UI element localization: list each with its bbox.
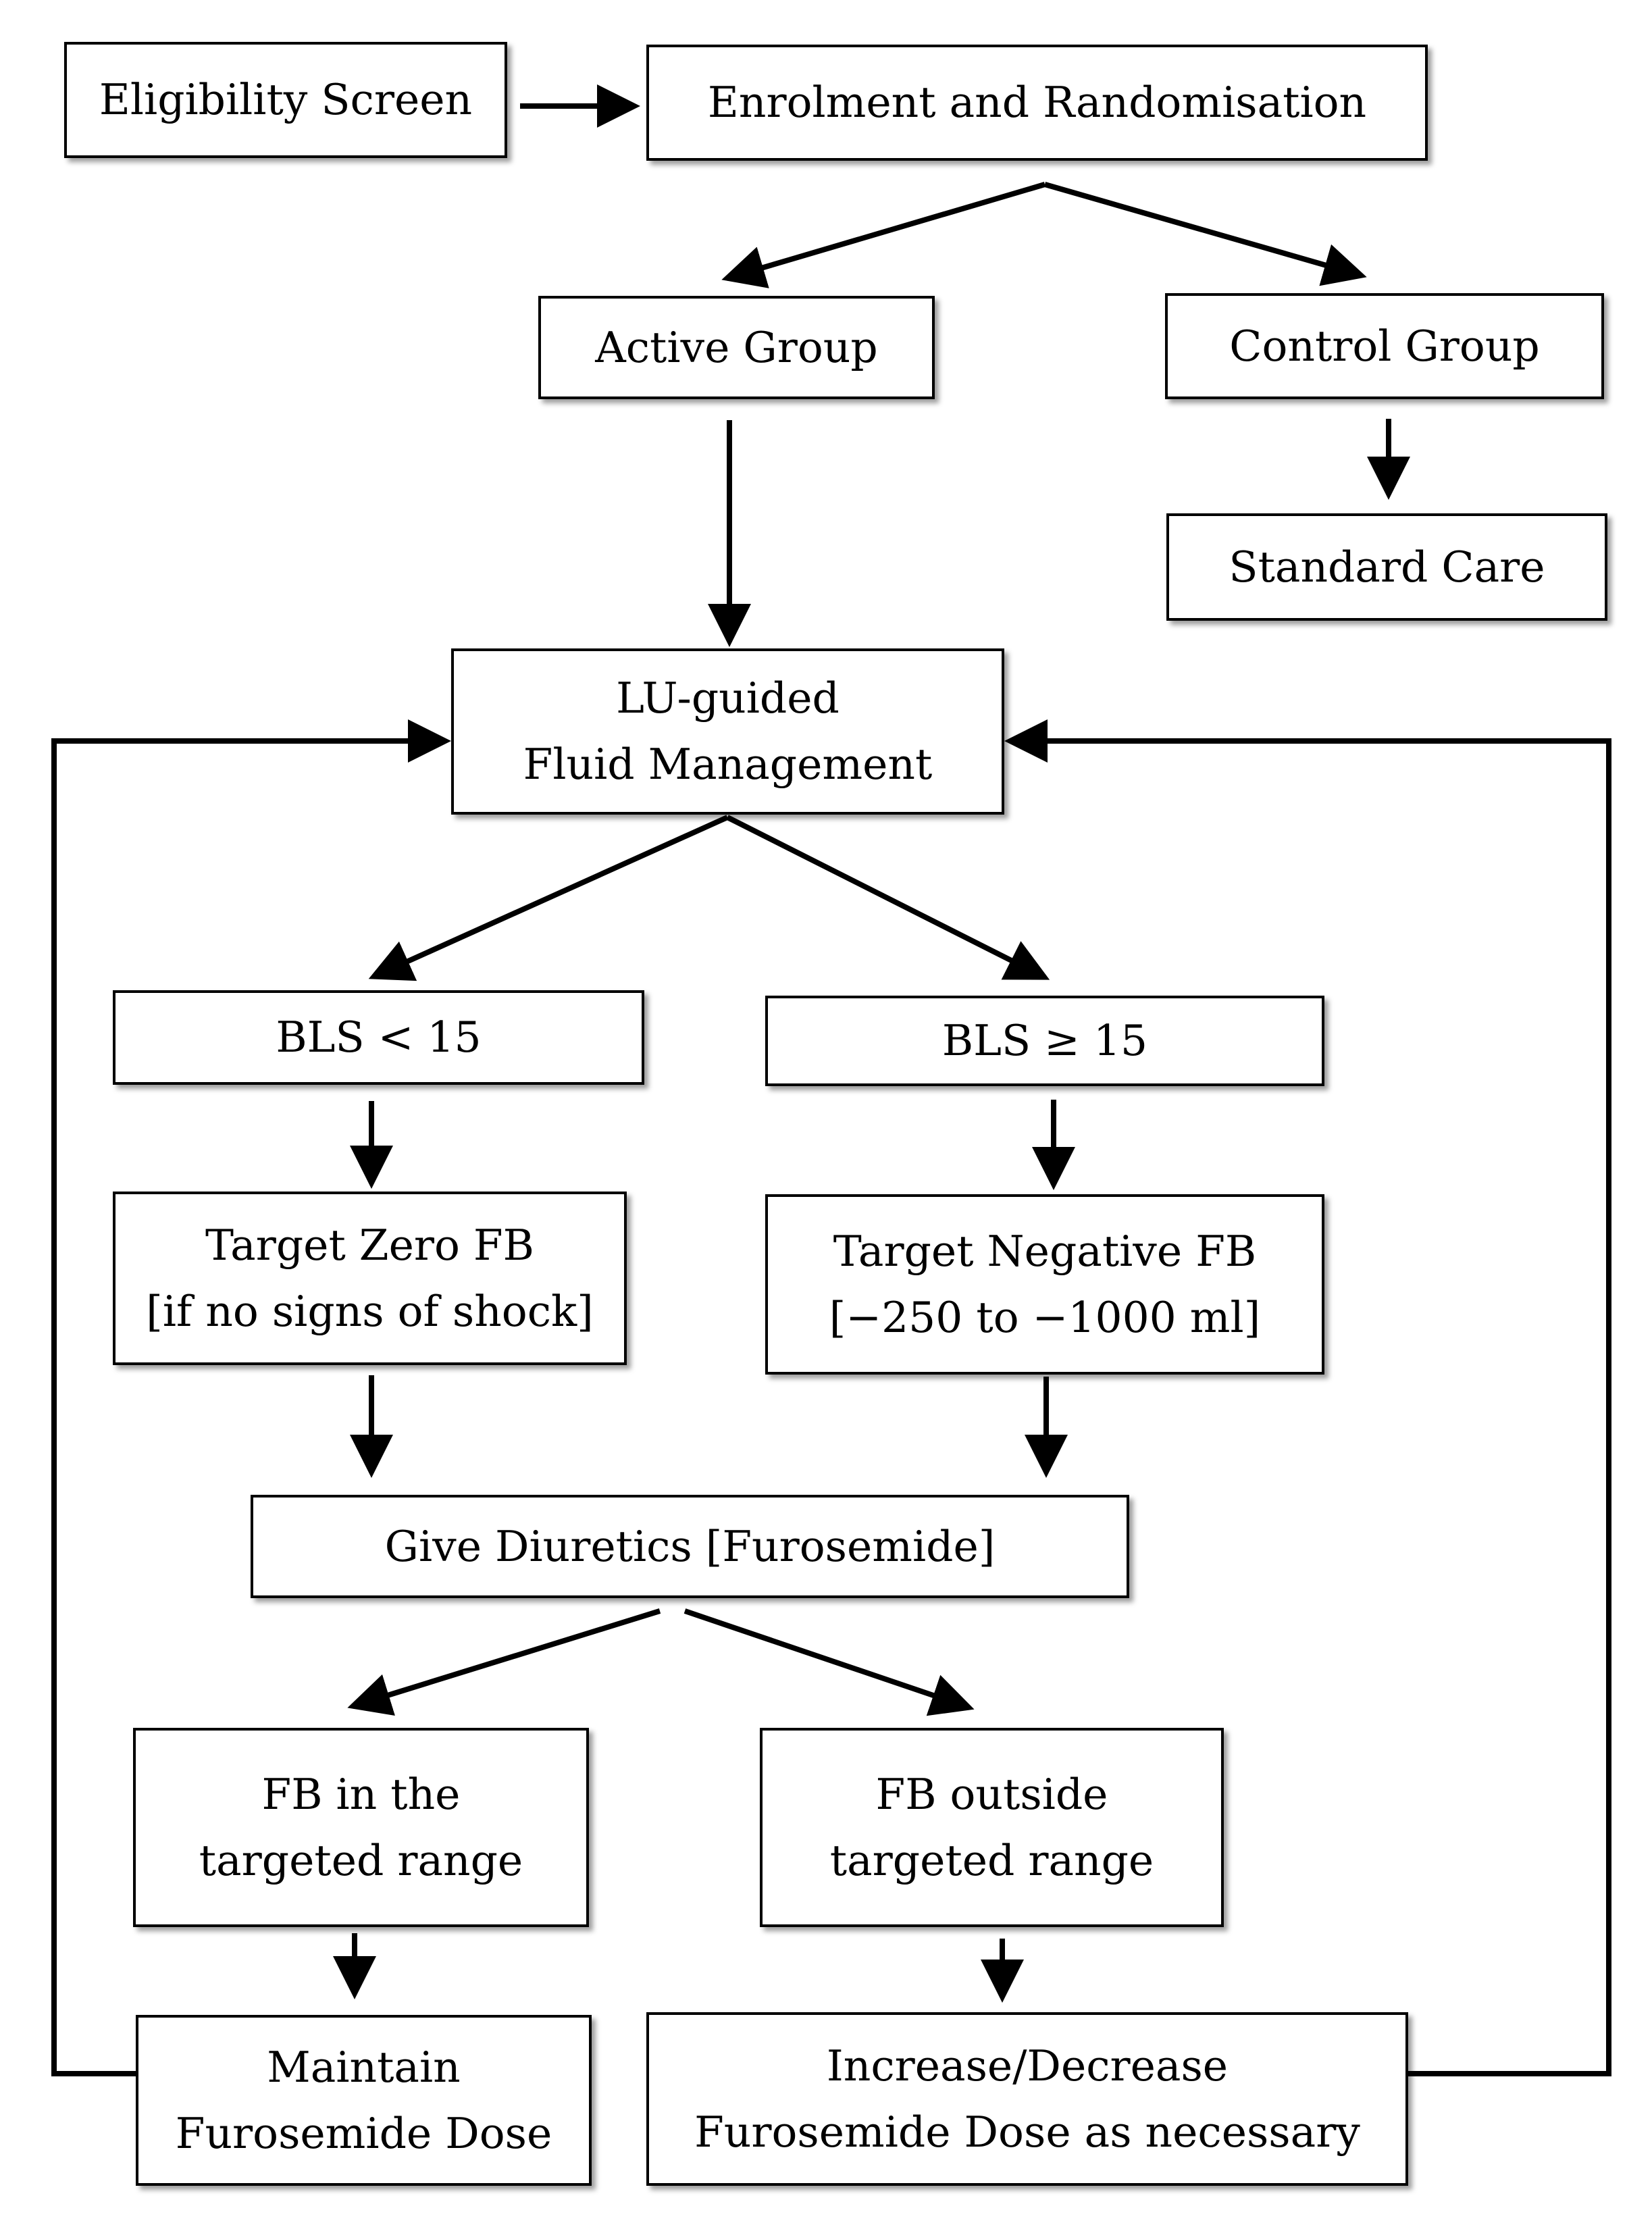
eligibility-line-1: Eligibility Screen <box>99 75 473 125</box>
target-zero-line-1: Target Zero FB <box>205 1220 534 1270</box>
maintain-line-1: Maintain <box>267 2042 461 2092</box>
bls-at-least-15-box: BLS ≥ 15 <box>765 996 1324 1086</box>
standard-care-label: Standard Care <box>1229 534 1545 600</box>
standard-care-box: Standard Care <box>1166 513 1607 621</box>
maintain-line-2: Furosemide Dose <box>175 2108 552 2158</box>
target-negative-line-1: Target Negative FB <box>833 1226 1257 1276</box>
eligibility-screen-label: Eligibility Screen <box>99 67 472 133</box>
adjust-line-1: Increase/Decrease <box>826 2041 1229 2091</box>
active-group-label: Active Group <box>595 315 877 381</box>
lu-guided-line-1: LU-guided <box>616 673 840 723</box>
adjust-line-2: Furosemide Dose as necessary <box>694 2107 1360 2157</box>
target-negative-fb-label: Target Negative FB [−250 to −1000 ml] <box>829 1219 1261 1350</box>
arrow-adjust-to-lu-guided <box>1004 719 1611 2076</box>
arrow-diuretics-to-fb-out <box>683 1608 975 1716</box>
lu-guided-line-2: Fluid Management <box>523 740 933 789</box>
control-line-1: Control Group <box>1229 321 1540 371</box>
fb-outside-targeted-range-box: FB outside targeted range <box>760 1728 1224 1927</box>
arrow-enrolment-to-active <box>721 182 1046 288</box>
target-negative-fb-box: Target Negative FB [−250 to −1000 ml] <box>765 1194 1324 1375</box>
enrolment-randomisation-box: Enrolment and Randomisation <box>646 45 1428 161</box>
arrow-maintain-to-lu-guided <box>51 719 451 2076</box>
fb-in-line-1: FB in the <box>261 1769 461 1819</box>
target-zero-fb-label: Target Zero FB [if no signs of shock] <box>146 1212 593 1344</box>
target-zero-fb-box: Target Zero FB [if no signs of shock] <box>113 1192 627 1365</box>
active-group-box: Active Group <box>538 296 935 399</box>
control-group-box: Control Group <box>1165 293 1604 399</box>
arrow-diuretics-to-fb-in <box>347 1608 661 1716</box>
bls-less-than-15-label: BLS < 15 <box>276 1004 481 1071</box>
active-line-1: Active Group <box>595 322 878 372</box>
standard-line-1: Standard Care <box>1229 542 1545 592</box>
give-diuretics-box: Give Diuretics [Furosemide] <box>251 1495 1129 1598</box>
enrolment-randomisation-label: Enrolment and Randomisation <box>708 70 1366 136</box>
control-group-label: Control Group <box>1229 313 1540 380</box>
bls-less-than-15-box: BLS < 15 <box>113 990 644 1085</box>
target-negative-line-2: [−250 to −1000 ml] <box>829 1292 1261 1342</box>
fb-outside-targeted-range-label: FB outside targeted range <box>830 1762 1154 1893</box>
eligibility-screen-box: Eligibility Screen <box>64 42 507 158</box>
bls-high-line-1: BLS ≥ 15 <box>941 1016 1148 1066</box>
fb-out-line-1: FB outside <box>875 1769 1108 1819</box>
give-diuretics-label: Give Diuretics [Furosemide] <box>385 1514 996 1580</box>
fb-in-targeted-range-box: FB in the targeted range <box>133 1728 589 1927</box>
diuretics-line-1: Give Diuretics [Furosemide] <box>384 1521 996 1571</box>
target-zero-line-2: [if no signs of shock] <box>146 1286 594 1336</box>
bls-low-line-1: BLS < 15 <box>276 1013 482 1063</box>
fb-out-line-2: targeted range <box>829 1835 1154 1885</box>
arrow-enrolment-to-control <box>1043 182 1367 286</box>
fb-in-targeted-range-label: FB in the targeted range <box>199 1762 523 1893</box>
arrow-lu-guided-to-bls-high <box>726 815 1050 980</box>
enrolment-line-1: Enrolment and Randomisation <box>707 78 1367 128</box>
arrow-lu-guided-to-bls-low <box>368 815 729 981</box>
fb-in-line-2: targeted range <box>199 1835 523 1885</box>
bls-at-least-15-label: BLS ≥ 15 <box>942 1008 1147 1074</box>
